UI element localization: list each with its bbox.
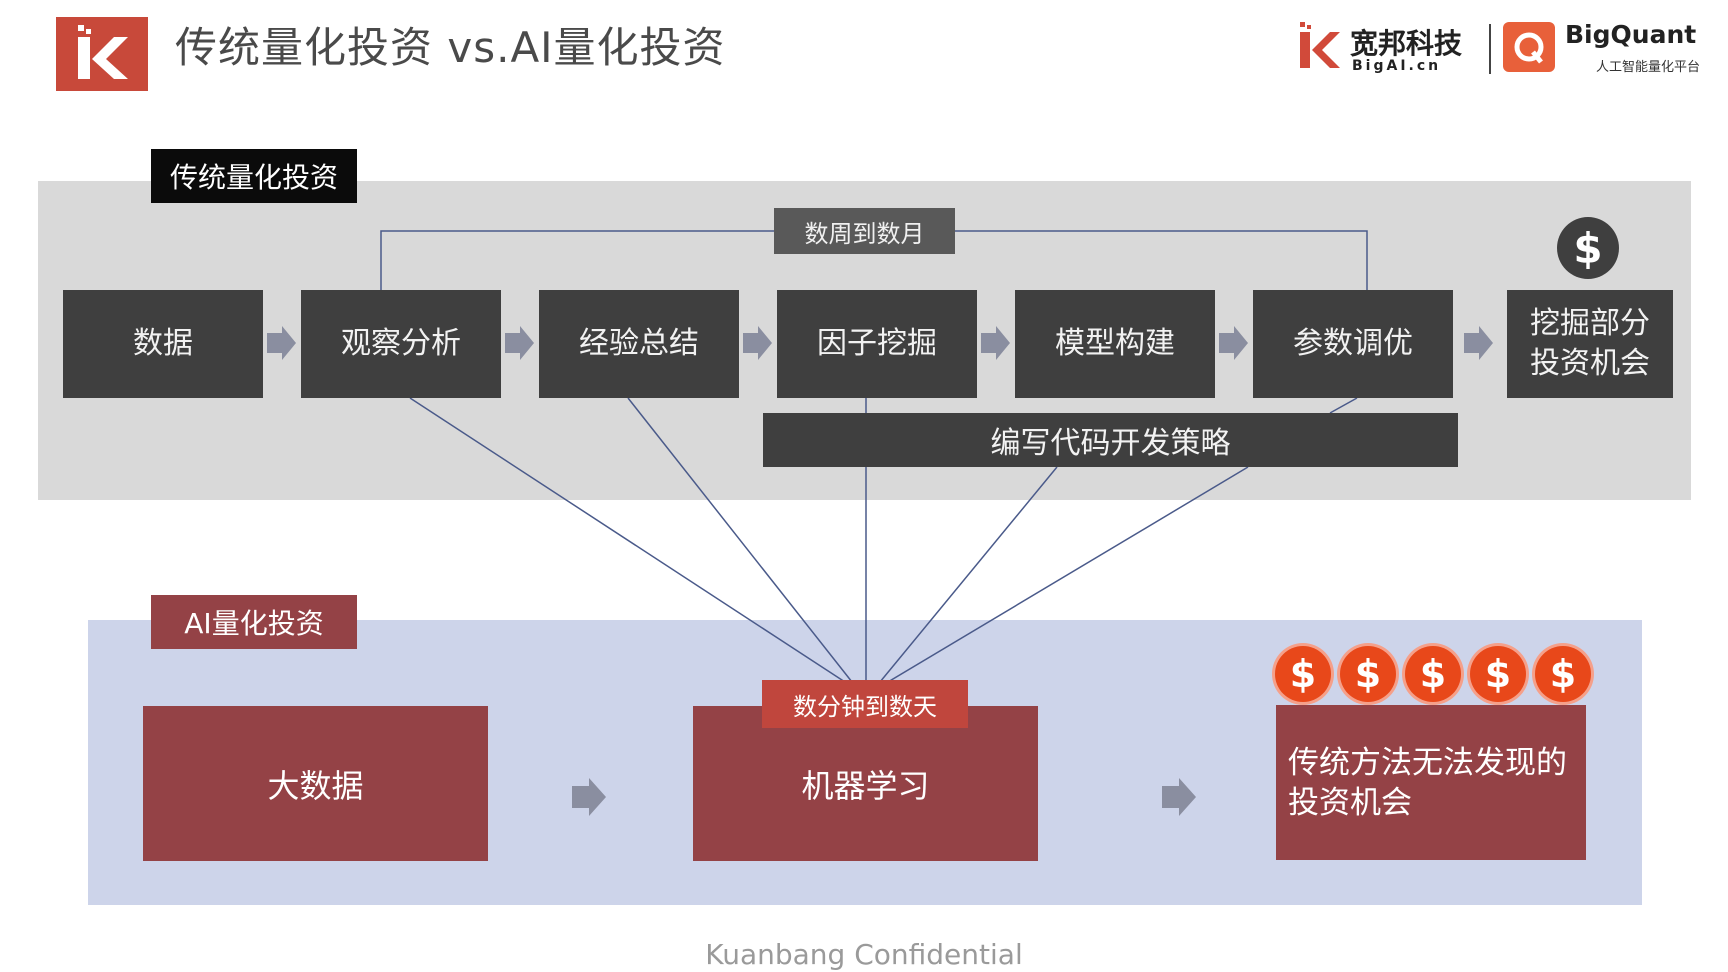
big-data-box: 大数据 xyxy=(143,706,488,861)
page-title: 传统量化投资 vs.AI量化投资 xyxy=(175,23,726,72)
link-param-code xyxy=(1329,397,1358,414)
dollar-coin-icon: $ xyxy=(1470,646,1526,702)
kuanbang-logo xyxy=(56,17,148,91)
kuanbang-brand-icon xyxy=(1296,22,1342,72)
dollar-coin-icon: $ xyxy=(1340,646,1396,702)
machine-learning-box: 机器学习 xyxy=(693,706,1038,861)
arrow-right-icon xyxy=(505,326,534,360)
link-experience-ml xyxy=(627,397,853,683)
code-strategy-bar: 编写代码开发策略 xyxy=(763,413,1458,467)
step-box: 经验总结 xyxy=(539,290,739,398)
link-code-ml xyxy=(887,466,1249,683)
k-letter-icon xyxy=(78,25,128,79)
ai-result-text: 传统方法无法发现的投资机会 xyxy=(1288,744,1567,821)
brand-kuanbang-domain: BigAI.cn xyxy=(1352,58,1442,74)
brand-divider xyxy=(1489,24,1491,74)
arrow-right-icon xyxy=(572,778,606,816)
dollar-coin-icon: $ xyxy=(1557,217,1619,279)
arrow-right-icon xyxy=(1219,326,1248,360)
dollar-coin-icon: $ xyxy=(1535,646,1591,702)
duration-bracket-left xyxy=(380,230,774,290)
arrow-right-icon xyxy=(1464,326,1493,360)
traditional-result-box: 挖掘部分 投资机会 xyxy=(1507,290,1673,398)
ai-result-box: 传统方法无法发现的投资机会 xyxy=(1276,705,1586,860)
footer-confidential: Kuanbang Confidential xyxy=(705,938,1023,971)
link-observe-ml xyxy=(409,397,846,683)
bigquant-logo-icon xyxy=(1503,22,1555,72)
brand-bigquant-name: BigQuant xyxy=(1565,20,1697,49)
step-box: 因子挖掘 xyxy=(777,290,977,398)
arrow-right-icon xyxy=(981,326,1010,360)
dollar-coin-icon: $ xyxy=(1405,646,1461,702)
traditional-duration-badge: 数周到数月 xyxy=(774,208,955,254)
step-box: 模型构建 xyxy=(1015,290,1215,398)
arrow-right-icon xyxy=(743,326,772,360)
brand-kuanbang-name: 宽邦科技 xyxy=(1350,27,1463,60)
ai-duration-badge: 数分钟到数天 xyxy=(762,680,968,728)
dollar-coin-icon: $ xyxy=(1275,646,1331,702)
link-model-ml xyxy=(879,466,1058,683)
traditional-tag: 传统量化投资 xyxy=(151,149,357,203)
duration-bracket-right xyxy=(955,230,1368,290)
brand-bigquant-subtitle: 人工智能量化平台 xyxy=(1596,60,1701,75)
arrow-right-icon xyxy=(1162,778,1196,816)
step-box: 参数调优 xyxy=(1253,290,1453,398)
step-box: 数据 xyxy=(63,290,263,398)
arrow-right-icon xyxy=(267,326,296,360)
step-box: 观察分析 xyxy=(301,290,501,398)
ai-tag: AI量化投资 xyxy=(151,595,357,649)
